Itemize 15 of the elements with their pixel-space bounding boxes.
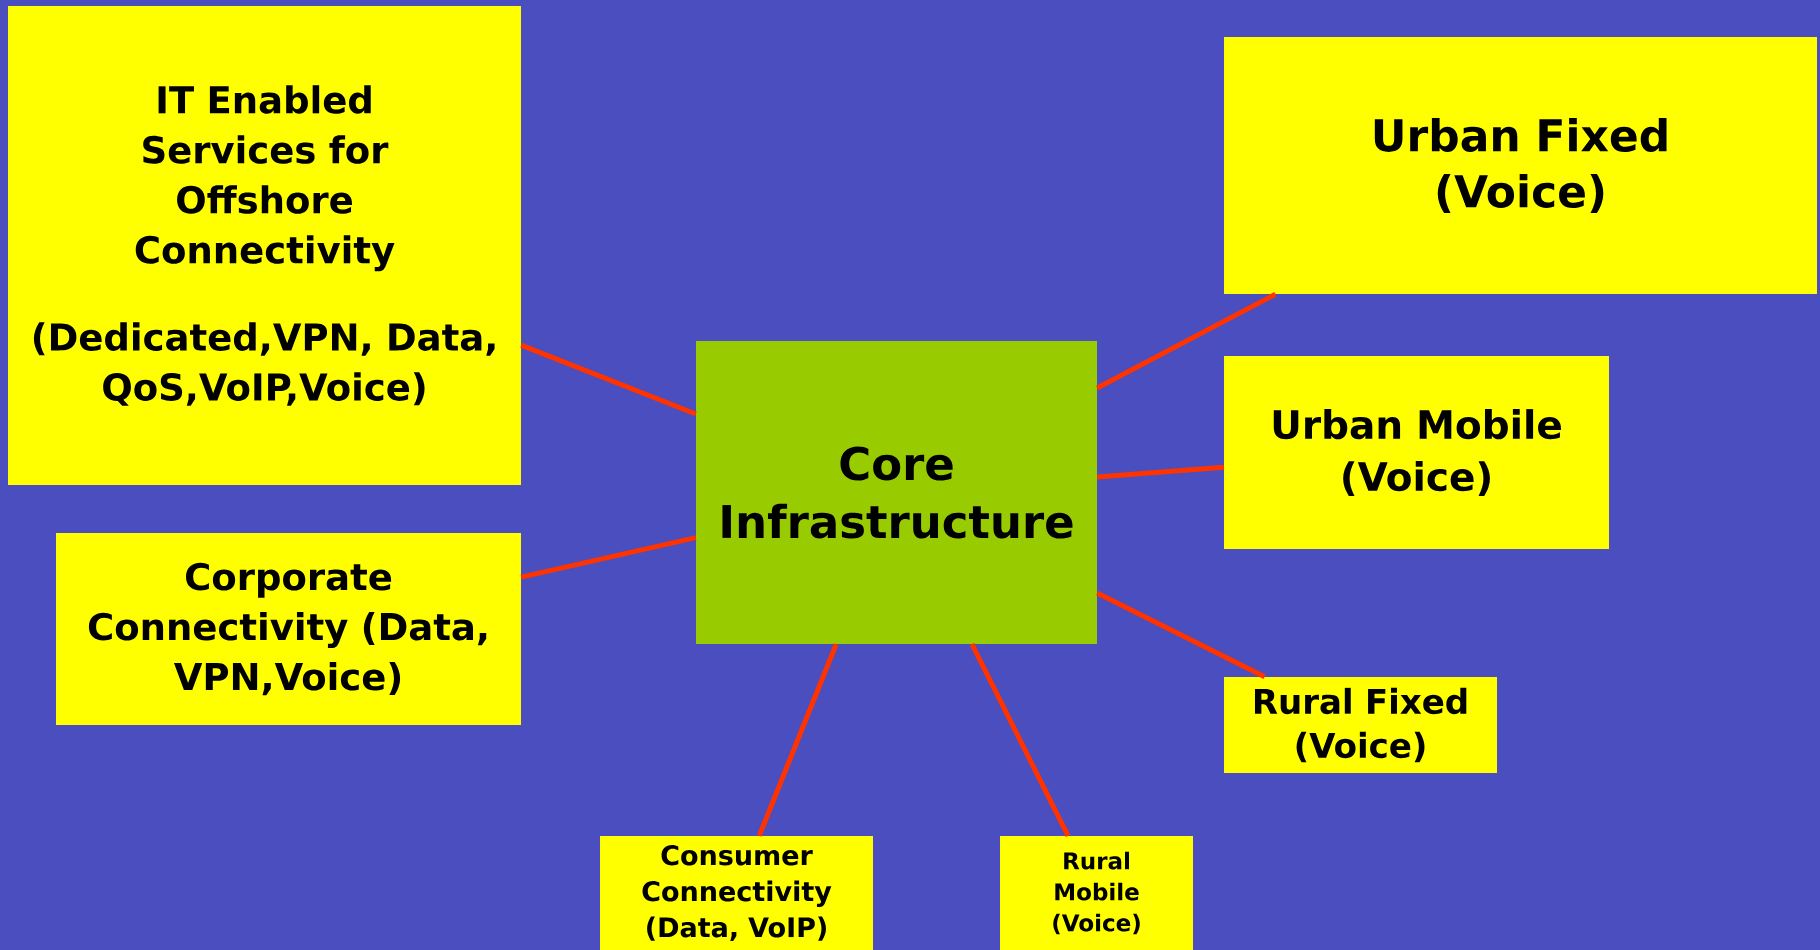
connector-line: [1097, 464, 1224, 480]
connector-line: [520, 342, 697, 417]
text-box: Core Infrastructure: [696, 341, 1097, 644]
text-box: Corporate Connectivity (Data, VPN,Voice): [56, 533, 521, 725]
connector-line: [756, 643, 839, 837]
connector-line: [969, 643, 1071, 837]
connector-line: [1096, 590, 1266, 680]
text-box: IT Enabled Services for Offshore Connectivity (Dedicated,VPN, Data, QoS,VoIP,Voice): [8, 6, 521, 485]
text-box: Urban Fixed (Voice): [1224, 37, 1817, 294]
connector-line: [1096, 292, 1277, 391]
text-box: Rural Fixed (Voice): [1224, 677, 1497, 773]
text-box: Consumer Connectivity (Data, VoIP): [600, 836, 873, 950]
text-box: Urban Mobile (Voice): [1224, 356, 1609, 549]
text-box: Rural Mobile (Voice): [1000, 836, 1193, 950]
connector-line: [520, 535, 697, 580]
